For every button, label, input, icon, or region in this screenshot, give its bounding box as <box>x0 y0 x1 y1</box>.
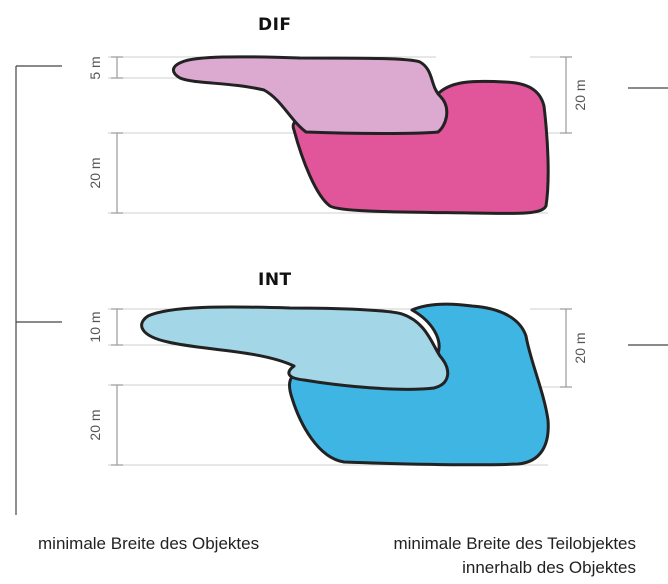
int-panel: INT 10 m 20 m 20 m <box>87 270 588 465</box>
dif-dim-small-label: 5 m <box>87 56 103 79</box>
int-dim-right-label: 20 m <box>572 332 588 363</box>
caption-min-object-width: minimale Breite des Objektes <box>38 532 259 556</box>
int-dim-lower-label: 20 m <box>87 409 103 440</box>
dif-title: DIF <box>258 15 292 35</box>
dif-panel: DIF 5 m 20 m 20 m <box>87 15 588 213</box>
dif-dim-lower-label: 20 m <box>87 157 103 188</box>
int-small-shape <box>142 307 448 389</box>
int-dim-small-label: 10 m <box>87 311 103 342</box>
dif-small-shape <box>173 57 446 134</box>
caption-min-subobject-width: minimale Breite des Teilobjektes innerha… <box>393 532 636 580</box>
left-bracket <box>16 66 62 515</box>
dif-dim-right-label: 20 m <box>572 79 588 110</box>
caption-right-line2: innerhalb des Objektes <box>393 556 636 580</box>
caption-right-line1: minimale Breite des Teilobjektes <box>393 532 636 556</box>
int-title: INT <box>258 270 292 290</box>
